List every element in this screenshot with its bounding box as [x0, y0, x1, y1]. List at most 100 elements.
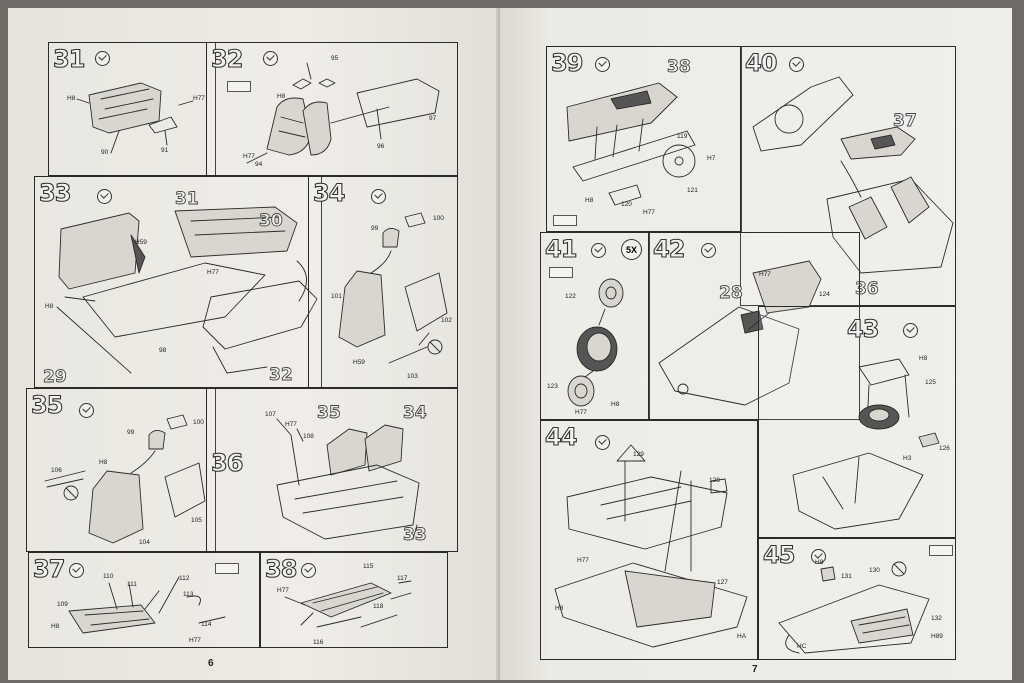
- part-label: 119: [677, 133, 688, 140]
- part-label: 105: [191, 517, 202, 524]
- part-label: 100: [433, 215, 444, 222]
- part-label: 99: [371, 225, 379, 232]
- step-number: 42: [652, 234, 686, 263]
- step-43-panel: 43 125 126 H8 H3: [758, 306, 956, 538]
- check-icon: [595, 435, 610, 450]
- step-number: 37: [32, 554, 66, 583]
- part-label: 103: [407, 373, 418, 380]
- part-label: 34: [403, 403, 428, 424]
- check-icon: [701, 243, 716, 258]
- part-label: 99: [127, 429, 135, 436]
- part-label: 36: [855, 279, 880, 300]
- check-icon: [301, 563, 316, 578]
- step-34-drawing: [338, 212, 448, 364]
- step-34-panel: 34 100 99 101 102 103 H59: [308, 176, 458, 388]
- part-label: 37: [893, 111, 918, 132]
- part-label: 31: [175, 189, 200, 210]
- part-label: 115: [363, 563, 374, 570]
- part-label: 35: [317, 403, 342, 424]
- part-label: H77: [193, 95, 205, 102]
- step-45-panel: 45 130 131 132 H8 H89 HC: [758, 538, 956, 660]
- part-label: H8: [555, 605, 564, 612]
- right-page: 39 38 119 121 120 H8 H77 H7 40: [500, 8, 1012, 680]
- part-label: 127: [717, 579, 728, 586]
- part-label: H8: [277, 93, 286, 100]
- part-label: 109: [57, 601, 68, 608]
- step-32-panel: 32 95 97 96 94 H8 H77: [206, 42, 458, 176]
- step-number: 44: [544, 422, 578, 451]
- paint-code-box: [929, 545, 953, 556]
- step-37-drawing: [68, 576, 226, 634]
- part-label: 33: [403, 525, 428, 546]
- part-label: H77: [189, 637, 201, 644]
- part-label: 132: [931, 615, 942, 622]
- part-label: 28: [719, 283, 744, 304]
- part-label: 91: [161, 147, 169, 154]
- part-label: H8: [611, 401, 620, 408]
- step-39-drawing: [566, 82, 696, 206]
- check-icon: [595, 57, 610, 72]
- step-number: 38: [264, 554, 298, 583]
- part-label: H8: [45, 303, 54, 310]
- part-label: 130: [869, 567, 880, 574]
- step-number: 36: [210, 448, 244, 477]
- part-label: 114: [201, 621, 212, 628]
- part-label: 29: [43, 367, 68, 387]
- part-label: 125: [925, 379, 936, 386]
- part-label: HC: [797, 643, 807, 650]
- step-37-panel: 37 110 111 112 113 109 114 H8 H77: [28, 552, 260, 648]
- part-label: H7: [707, 155, 716, 162]
- part-label: 102: [441, 317, 452, 324]
- part-label: 122: [565, 293, 576, 300]
- step-33-panel: 33 31 30 29 32 98 H8 H77 H59: [34, 176, 322, 388]
- part-label: H77: [759, 271, 771, 278]
- part-label: 30: [259, 211, 284, 232]
- part-label: 126: [939, 445, 950, 452]
- part-label: 128: [709, 477, 720, 484]
- page-number: 6: [208, 658, 214, 669]
- step-35-panel: 35 100 99 106 105 104 H8: [26, 388, 216, 552]
- step-31-drawing: [76, 82, 194, 154]
- check-icon: [263, 51, 278, 66]
- step-41-panel: 41 5X 122 123 H8 H77: [540, 232, 650, 420]
- step-33-drawing: [56, 206, 318, 374]
- quantity-badge: 5X: [621, 239, 642, 260]
- check-icon: [69, 563, 84, 578]
- part-label: 116: [313, 639, 324, 646]
- part-label: 124: [819, 291, 830, 298]
- step-31-panel: 31 H8 H77 90 91: [48, 42, 216, 176]
- part-label: H8: [99, 459, 108, 466]
- part-label: H77: [577, 557, 589, 564]
- step-42-drawing: [658, 260, 822, 406]
- part-label: 32: [269, 365, 294, 386]
- part-label: 107: [265, 411, 276, 418]
- part-label: 104: [139, 539, 150, 546]
- part-label: 106: [51, 467, 62, 474]
- part-label: H77: [285, 421, 297, 428]
- paint-code-box: [549, 267, 573, 278]
- part-label: 100: [193, 419, 204, 426]
- paint-code-box: [227, 81, 251, 92]
- part-label: 90: [101, 149, 109, 156]
- part-label: 120: [621, 201, 632, 208]
- part-label: H77: [277, 587, 289, 594]
- check-icon: [811, 549, 826, 564]
- step-35-drawing: [44, 414, 206, 544]
- step-number: 34: [312, 178, 346, 207]
- part-label: H77: [575, 409, 587, 416]
- step-40-drawing: [752, 76, 954, 274]
- part-label: H8: [919, 355, 928, 362]
- part-label: 123: [547, 383, 558, 390]
- part-label: H8: [815, 559, 824, 566]
- part-label: H8: [585, 197, 594, 204]
- step-36-drawing: [276, 418, 420, 540]
- check-icon: [79, 403, 94, 418]
- part-label: 118: [373, 603, 384, 610]
- page-number: 7: [752, 664, 758, 675]
- step-number: 31: [52, 44, 86, 73]
- part-label: 117: [397, 575, 408, 582]
- check-icon: [95, 51, 110, 66]
- check-icon: [903, 323, 918, 338]
- part-label: 95: [331, 55, 339, 62]
- step-32-drawing: [246, 62, 440, 164]
